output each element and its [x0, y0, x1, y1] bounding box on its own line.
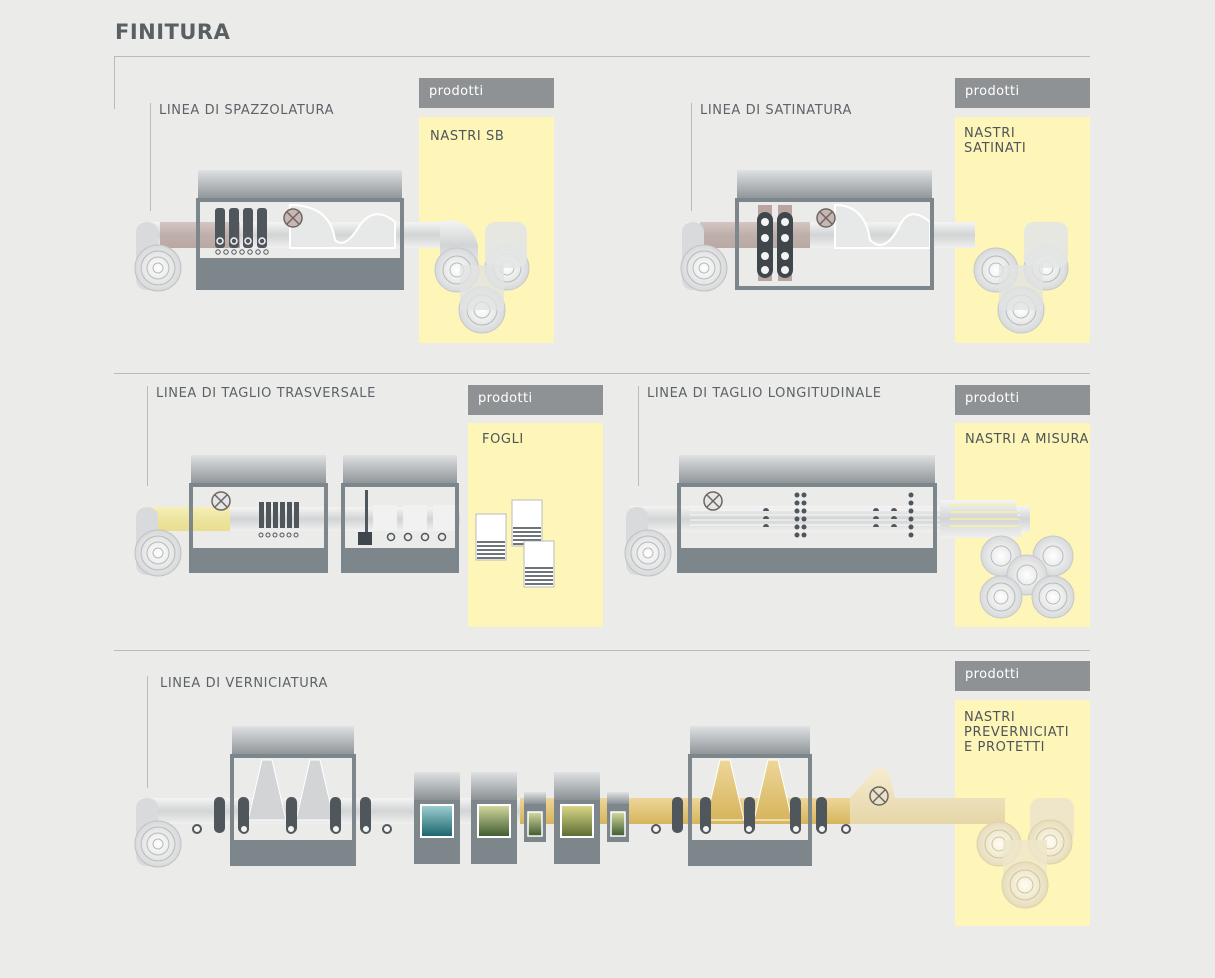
label-taglio-longitudinale: LINEA DI TAGLIO LONGITUDINALE	[647, 386, 882, 401]
top-left-bracket	[114, 56, 115, 109]
label-verniciatura: LINEA DI VERNICIATURA	[160, 676, 328, 691]
label-line-spazzolatura	[150, 103, 151, 211]
label-line-satinatura	[691, 103, 692, 211]
products-taglio-trasversale: FOGLI	[482, 432, 524, 447]
line-satinatura-graphic	[680, 170, 1069, 334]
sheets-icon	[475, 499, 555, 588]
products-spazzolatura: NASTRI SB	[430, 129, 505, 144]
top-divider	[114, 56, 1090, 57]
label-line-verniciatura	[147, 676, 148, 788]
products-header-satinatura: prodotti	[955, 78, 1090, 108]
products-header-taglio-longitudinale: prodotti	[955, 385, 1090, 415]
products-header-verniciatura: prodotti	[955, 661, 1090, 691]
label-spazzolatura: LINEA DI SPAZZOLATURA	[159, 103, 335, 118]
products-verniciatura: NASTRI PREVERNICIATI E PROTETTI	[964, 710, 1070, 755]
page-title: FINITURA	[115, 20, 231, 44]
label-line-taglio-longitudinale	[638, 386, 639, 486]
line-verniciatura-graphic	[134, 726, 1074, 909]
label-satinatura: LINEA DI SATINATURA	[700, 103, 853, 118]
products-header-spazzolatura: prodotti	[419, 78, 554, 108]
line-taglio-longitudinale-graphic	[624, 455, 1075, 619]
section-divider-1	[114, 373, 1090, 374]
label-taglio-trasversale: LINEA DI TAGLIO TRASVERSALE	[156, 386, 376, 401]
products-header-taglio-trasversale: prodotti	[468, 385, 603, 415]
line-spazzolatura-graphic	[134, 170, 530, 334]
line-taglio-trasversale-graphic	[134, 455, 555, 588]
label-line-taglio-trasversale	[147, 386, 148, 486]
section-divider-2	[114, 650, 1090, 651]
products-taglio-longitudinale: NASTRI A MISURA	[965, 432, 1090, 447]
products-satinatura: NASTRI SATINATI	[964, 126, 1027, 156]
